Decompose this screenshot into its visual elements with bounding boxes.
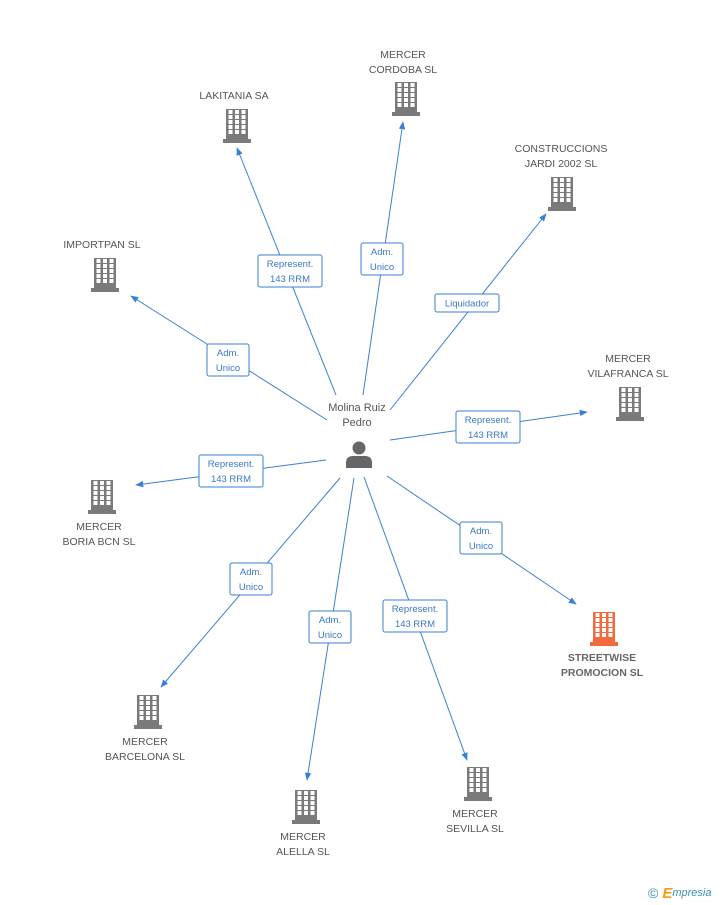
edges-layer: Represent.143 RRMAdm.UnicoLiquidadorAdm.… [130, 121, 588, 781]
relation-label: Unico [239, 582, 263, 593]
building-icon [590, 612, 618, 646]
building-icon [464, 767, 492, 801]
company-name: MERCER [76, 521, 122, 533]
company-name: PROMOCION SL [561, 667, 644, 679]
relation-label-box [206, 343, 250, 377]
building-icon [616, 387, 644, 421]
company-name: MERCER [452, 808, 498, 820]
relation-label-box [459, 521, 503, 555]
company-name: ALELLA SL [276, 846, 330, 858]
relation-edge[interactable]: Adm. Unico [160, 477, 341, 688]
relation-label: 143 RRM [395, 619, 435, 630]
relation-label: Adm. [470, 526, 492, 537]
relation-label-box [360, 242, 404, 276]
company-node[interactable]: CONSTRUCCIONS JARDI 2002 SL [515, 143, 608, 211]
relation-edge[interactable]: Liquidador [389, 213, 547, 411]
relation-label: Represent. [392, 604, 438, 615]
relation-label-box [382, 599, 448, 633]
company-name: CONSTRUCCIONS [515, 143, 608, 155]
company-name: MERCER [605, 353, 651, 365]
building-icon [292, 790, 320, 824]
building-icon [134, 695, 162, 729]
relation-edge[interactable]: Represent. 143 RRM [135, 454, 327, 488]
relation-label: Represent. [208, 459, 254, 470]
relation-label-box [434, 293, 500, 313]
company-name: IMPORTPAN SL [63, 239, 140, 251]
relation-label: Unico [370, 262, 394, 273]
company-name: STREETWISE [568, 652, 636, 664]
company-name: LAKITANIA SA [199, 90, 268, 102]
company-name: MERCER [380, 49, 426, 61]
relation-edge[interactable]: Represent. 143 RRM [236, 147, 337, 396]
brand-footer[interactable]: © E mpresia [648, 884, 711, 902]
building-icon [223, 109, 251, 143]
company-node[interactable]: MERCER CORDOBA SL [369, 49, 437, 116]
company-node[interactable]: STREETWISE PROMOCION SL [561, 612, 644, 679]
company-node[interactable]: LAKITANIA SA [199, 90, 269, 143]
relation-label: Unico [469, 541, 493, 552]
relation-label-box [229, 562, 273, 596]
company-node[interactable]: MERCER ALELLA SL [276, 790, 330, 858]
relation-edge[interactable]: Adm. Unico [386, 475, 577, 605]
relation-label: 143 RRM [211, 474, 251, 485]
building-icon [88, 480, 116, 514]
person-icon [346, 441, 372, 468]
company-name: BORIA BCN SL [63, 536, 136, 548]
relation-label: Adm. [240, 567, 262, 578]
copyright-icon: © [648, 885, 659, 901]
company-node[interactable]: MERCER BARCELONA SL [105, 695, 185, 763]
company-name: CORDOBA SL [369, 64, 437, 76]
relation-label-box [308, 610, 352, 644]
relation-label: Unico [216, 363, 240, 374]
person-name: Molina Ruiz [328, 402, 385, 414]
relation-label: Represent. [465, 415, 511, 426]
company-name: MERCER [280, 831, 326, 843]
relation-label: Adm. [319, 615, 341, 626]
company-name: JARDI 2002 SL [525, 158, 598, 170]
company-name: MERCER [122, 736, 168, 748]
nodes-layer: LAKITANIA SA MERCER CORDOBA SL CONSTRUCCION… [63, 49, 669, 858]
relation-label: Adm. [217, 348, 239, 359]
brand-logo-name: mpresia [672, 887, 712, 899]
relation-label: Represent. [267, 259, 313, 270]
relation-edge[interactable]: Adm. Unico [304, 477, 355, 781]
company-node[interactable]: MERCER VILAFRANCA SL [587, 353, 669, 421]
relation-label: Adm. [371, 247, 393, 258]
relation-edge[interactable]: Represent. 143 RRM [363, 476, 468, 761]
company-name: BARCELONA SL [105, 751, 185, 763]
relation-label: 143 RRM [468, 430, 508, 441]
relation-label: 143 RRM [270, 274, 310, 285]
relation-edge[interactable]: Adm. Unico [360, 121, 406, 396]
building-icon [392, 82, 420, 116]
company-node[interactable]: MERCER BORIA BCN SL [63, 480, 136, 548]
brand-logo-initial: E [662, 884, 673, 902]
relation-label-box [257, 254, 323, 288]
company-name: SEVILLA SL [446, 823, 504, 835]
company-name: VILAFRANCA SL [587, 368, 668, 380]
building-icon [548, 177, 576, 211]
relation-label-box [455, 410, 521, 444]
person-name: Pedro [342, 417, 371, 429]
company-node[interactable]: MERCER SEVILLA SL [446, 767, 504, 835]
relation-label: Unico [318, 630, 342, 641]
company-node[interactable]: IMPORTPAN SL [63, 239, 141, 292]
relation-label: Liquidador [445, 299, 489, 310]
relation-label-box [198, 454, 264, 488]
relation-edge[interactable]: Represent. 143 RRM [389, 409, 588, 444]
relation-edge[interactable]: Adm. Unico [130, 295, 328, 421]
building-icon [91, 258, 119, 292]
